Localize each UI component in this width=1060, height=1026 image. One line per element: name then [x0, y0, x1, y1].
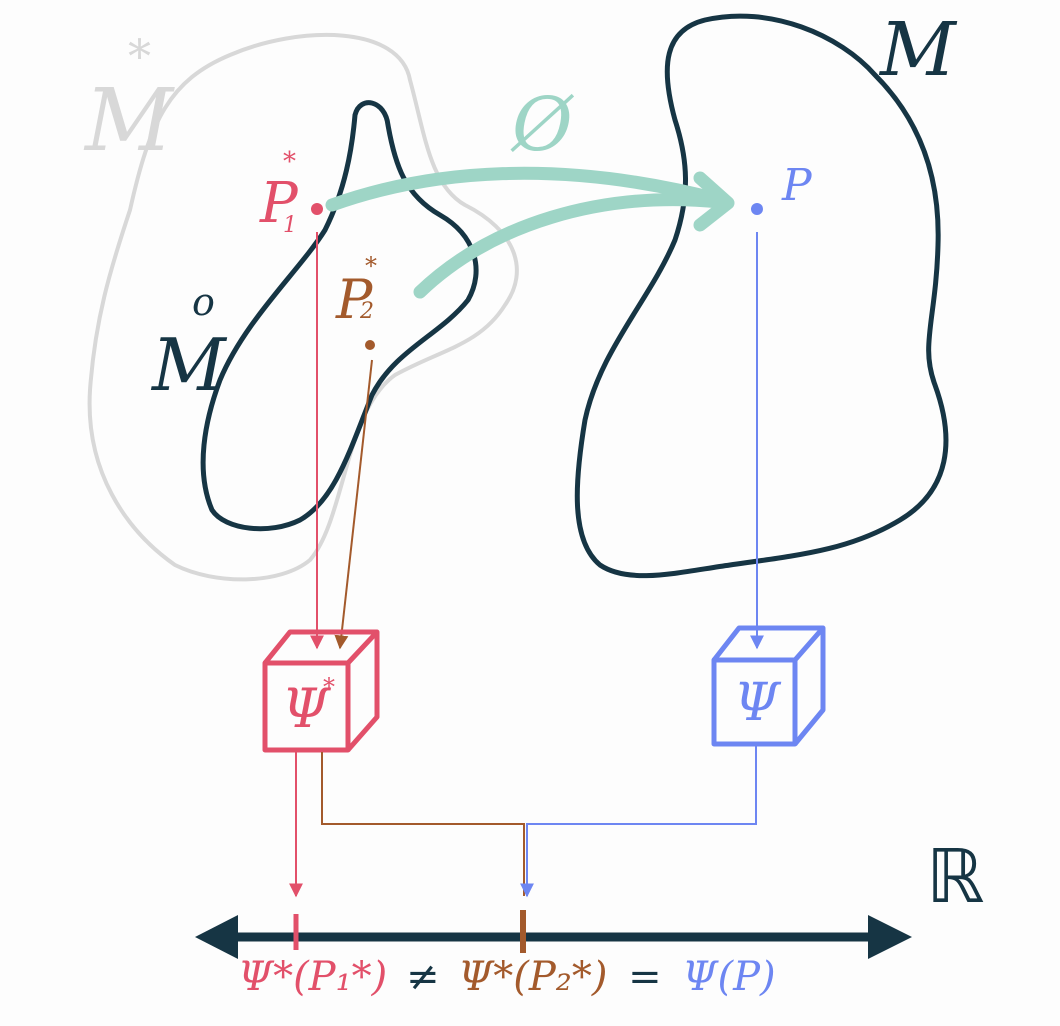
- label-psi-star-sup: *: [323, 673, 335, 701]
- label-p2-sup: *: [365, 252, 377, 280]
- point-p2: [365, 340, 375, 350]
- phi-arrow-head: [693, 171, 735, 232]
- label-p1: P: [259, 171, 299, 236]
- psi-box: [711, 625, 826, 747]
- label-phi: Ø: [510, 82, 575, 168]
- arrow-p2-to-psi-star: [334, 359, 373, 650]
- label-p1-sub: 1: [283, 213, 297, 238]
- label-psi-star: Ψ: [282, 677, 332, 740]
- equation: Ψ*(P₁*) ≠ Ψ*(P₂*) = Ψ(P): [238, 954, 776, 1000]
- label-psi: Ψ: [734, 673, 782, 733]
- equation-part3: Ψ(P): [682, 954, 775, 1000]
- label-m: M: [878, 7, 958, 93]
- arrow-psi-to-line-blue: [520, 746, 757, 898]
- label-p2: P: [335, 268, 374, 331]
- label-m-zero: M: [150, 323, 228, 407]
- m-star-region: [87, 32, 519, 582]
- label-p: P: [781, 160, 813, 211]
- label-p2-sub: 2: [359, 299, 374, 324]
- equation-eq: =: [628, 954, 662, 1000]
- m-region: [574, 13, 949, 579]
- psi-star-box: [262, 629, 380, 753]
- equation-part1: Ψ*(P₁*): [238, 954, 387, 1000]
- label-m-star: M: [83, 71, 175, 171]
- label-m-star-sup: *: [128, 29, 151, 83]
- equation-part2: Ψ*(P₂*): [458, 954, 607, 1000]
- phi-arrow-lower: [413, 193, 727, 299]
- equation-neq: ≠: [406, 954, 440, 1000]
- label-m-zero-sup: o: [192, 280, 215, 324]
- point-p: [751, 203, 763, 215]
- label-reals: ℝ: [926, 834, 985, 920]
- m-zero-region: [200, 100, 479, 532]
- label-p1-sup: *: [283, 147, 296, 177]
- point-p1: [311, 203, 323, 215]
- phi-arrow-upper: [325, 166, 727, 212]
- path-psi-star-to-line-brown: [321, 752, 525, 896]
- real-number-line: [195, 915, 912, 959]
